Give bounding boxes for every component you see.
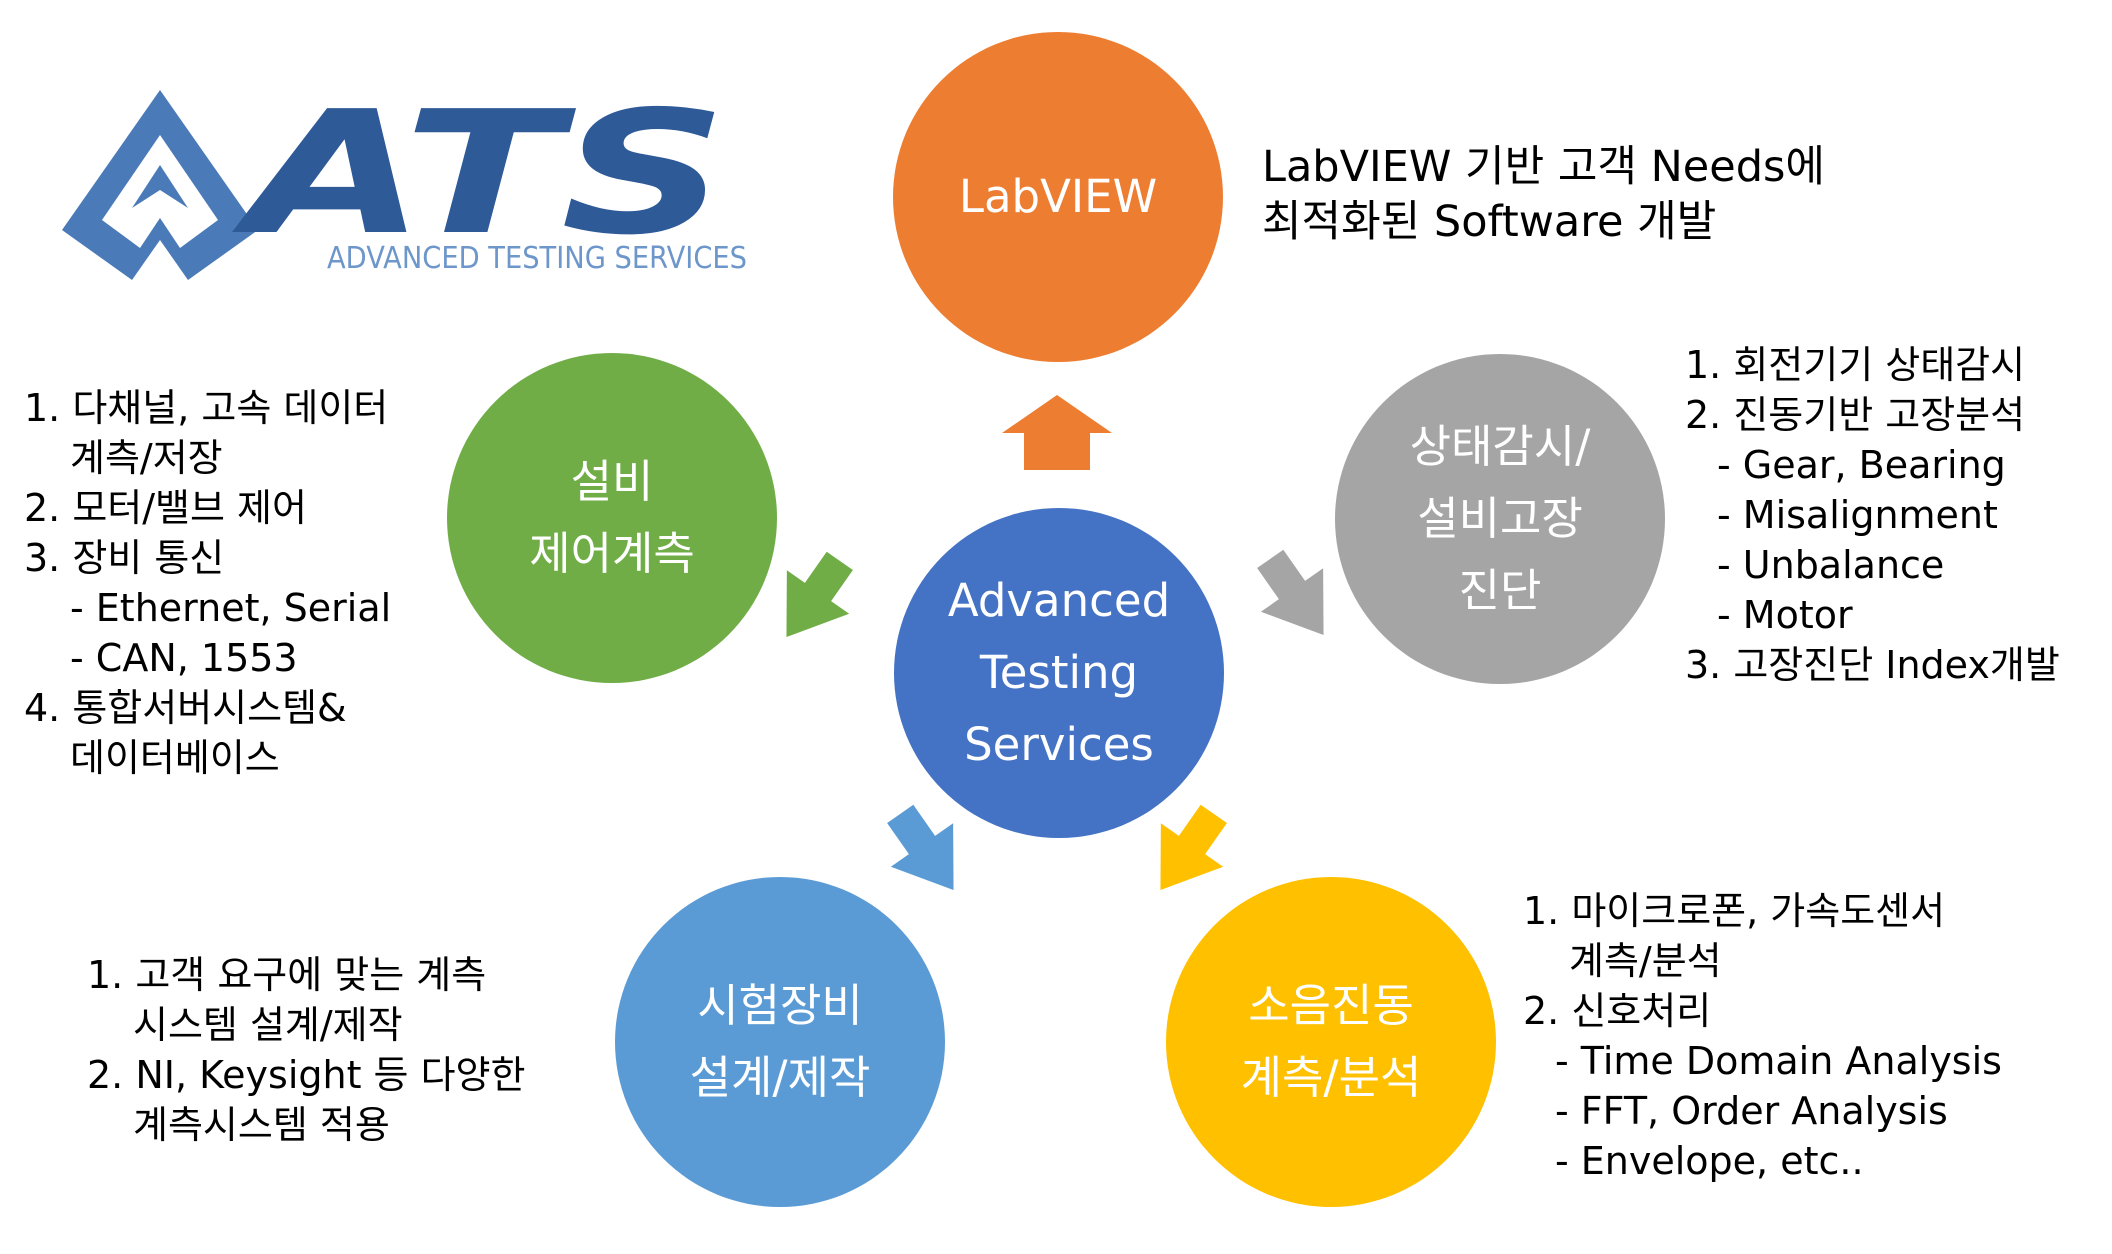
condition-circle: 상태감시/ 설비고장 진단 [1335,354,1665,684]
arrow-up-icon [1002,395,1112,470]
condition-desc-line: - Gear, Bearing [1717,443,2006,487]
facility-desc-line: 3. 장비 통신 [24,536,225,580]
facility-desc-line: - CAN, 1553 [70,636,298,680]
equipment-label-1: 시험장비 [697,979,863,1032]
labview-label: LabVIEW [958,170,1158,223]
facility-desc-line: 2. 모터/밸브 제어 [24,486,307,530]
condition-desc-line: - Misalignment [1717,493,1998,537]
facility-desc-line: 1. 다채널, 고속 데이터 [24,386,389,430]
condition-desc-line: - Unbalance [1717,543,1945,587]
arrow-down-right-icon [1160,804,1227,891]
noise-desc-line: - FFT, Order Analysis [1555,1089,1948,1133]
facility-circle: 설비 제어계측 [447,353,777,683]
facility-desc-line: - Ethernet, Serial [70,586,392,630]
equipment-desc-line: 2. NI, Keysight 등 다양한 [87,1053,526,1097]
logo-arrow-core [132,165,188,208]
arrow-right-icon [1257,549,1324,636]
center-label-3: Services [964,718,1154,771]
arrow-down-left-icon [887,804,954,891]
noise-label-2: 계측/분석 [1240,1051,1422,1104]
facility-desc-line: 데이터베이스 [70,736,280,780]
noise-description: 1. 마이크로폰, 가속도센서 계측/분석 2. 신호처리 - Time Dom… [1523,886,2002,1186]
logo-arrow-inner [102,135,218,248]
condition-label-1: 상태감시/ [1409,420,1591,473]
condition-desc-line: - Motor [1717,593,1853,637]
noise-label-1: 소음진동 [1248,979,1414,1032]
condition-desc-line: 1. 회전기기 상태감시 [1685,343,2026,387]
labview-desc-line: LabVIEW 기반 고객 Needs에 [1262,142,1825,192]
facility-label-2: 제어계측 [529,527,695,580]
equipment-desc-line: 시스템 설계/제작 [133,1003,403,1047]
arrow-left-icon [786,551,853,638]
equipment-label-2: 설계/제작 [689,1051,871,1104]
facility-label-1: 설비 [570,455,654,508]
noise-desc-line: 계측/분석 [1569,939,1722,983]
noise-desc-line: 1. 마이크로폰, 가속도센서 [1523,889,1946,933]
facility-desc-line: 4. 통합서버시스템& [24,686,347,730]
center-circle: Advanced Testing Services [894,508,1224,838]
ats-logo: ATS ADVANCED TESTING SERVICES [62,90,747,280]
logo-tagline: ADVANCED TESTING SERVICES [327,241,747,276]
center-label-2: Testing [979,646,1139,699]
labview-desc-line: 최적화된 Software 개발 [1262,197,1717,247]
noise-vibration-circle: 소음진동 계측/분석 [1166,877,1496,1207]
labview-circle: LabVIEW [893,32,1223,362]
equipment-description: 1. 고객 요구에 맞는 계측 시스템 설계/제작 2. NI, Keysigh… [87,950,525,1150]
condition-label-2: 설비고장 [1417,492,1583,545]
condition-desc-line: 2. 진동기반 고장분석 [1685,393,2026,437]
center-label-1: Advanced [947,574,1171,627]
facility-desc-line: 계측/저장 [70,436,223,480]
equipment-desc-line: 1. 고객 요구에 맞는 계측 [87,953,487,997]
condition-description: 1. 회전기기 상태감시 2. 진동기반 고장분석 - Gear, Bearin… [1685,340,2060,690]
noise-desc-line: - Time Domain Analysis [1555,1039,2002,1083]
equipment-circle: 시험장비 설계/제작 [615,877,945,1207]
noise-desc-line: - Envelope, etc.. [1555,1139,1864,1183]
condition-label-3: 진단 [1458,564,1542,617]
condition-desc-line: 3. 고장진단 Index개발 [1685,643,2060,687]
equipment-desc-line: 계측시스템 적용 [133,1103,390,1147]
noise-desc-line: 2. 신호처리 [1523,989,1712,1033]
logo-letters: ATS [231,90,727,273]
facility-description: 1. 다채널, 고속 데이터 계측/저장 2. 모터/밸브 제어 3. 장비 통… [24,383,391,783]
labview-description: LabVIEW 기반 고객 Needs에 최적화된 Software 개발 [1262,140,1825,250]
